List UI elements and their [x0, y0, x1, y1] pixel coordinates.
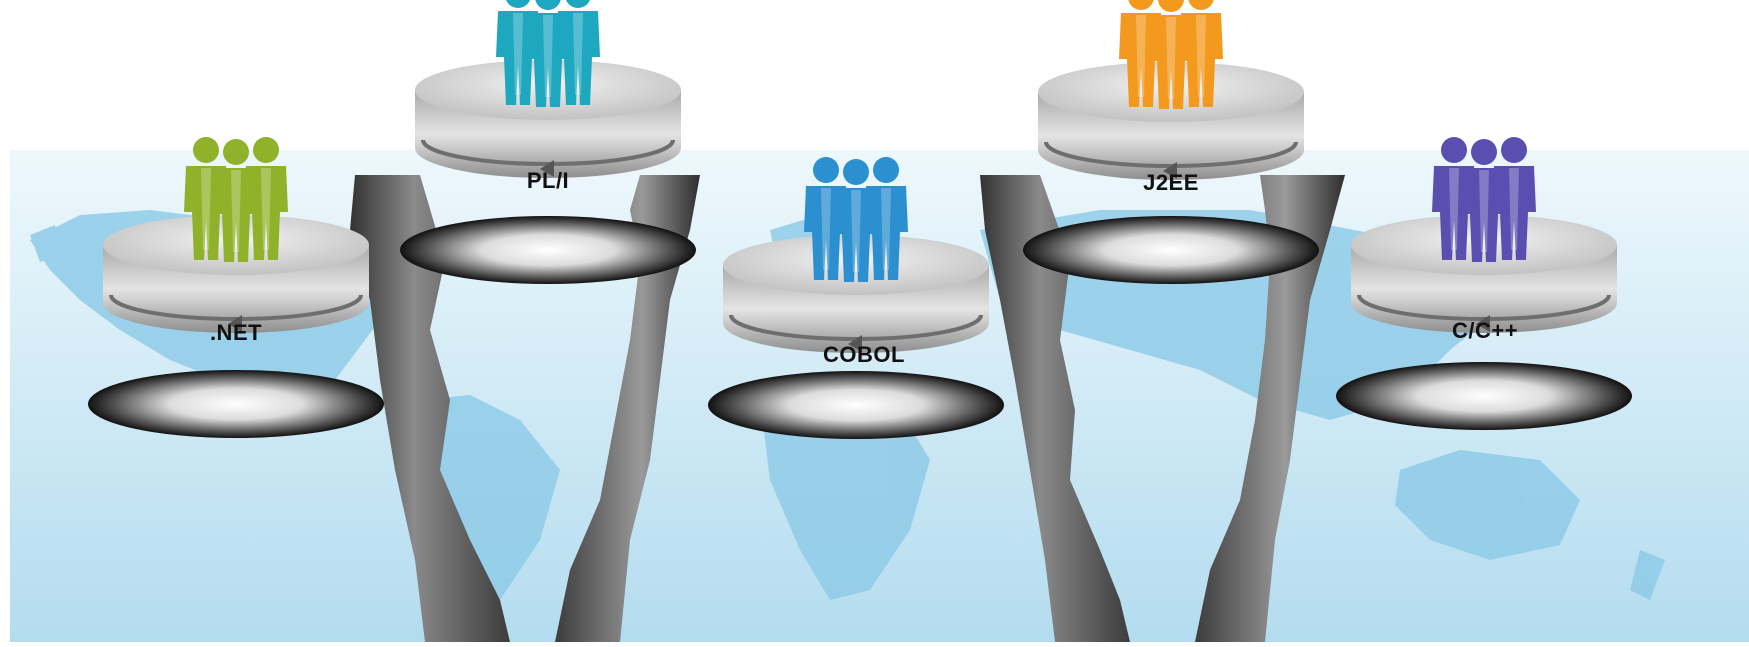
platform-disk-top [723, 235, 989, 295]
chasm-left [350, 175, 700, 642]
person-icon [526, 0, 570, 107]
platform-dotnet [88, 137, 384, 438]
island-new-zealand [1630, 550, 1665, 600]
continent-australia [1395, 450, 1580, 560]
platform-hole [88, 370, 384, 438]
rotation-arrow-head [1163, 162, 1177, 179]
platform-j2ee [1023, 0, 1319, 284]
platform-hole [708, 371, 1004, 439]
person-icon [214, 139, 258, 262]
platforms [88, 0, 1632, 439]
platform-disk-top [103, 215, 369, 275]
rotation-arrow-head [1476, 315, 1490, 332]
platform-disk-top [1351, 215, 1617, 275]
island-alaska [30, 225, 60, 262]
platform-label-cobol: COBOL [823, 342, 905, 367]
platform-cpp [1336, 137, 1632, 430]
platform-label-cpp: C/C++ [1451, 318, 1519, 343]
platform-cobol [708, 157, 1004, 439]
platform-hole [1023, 216, 1319, 284]
platform-hole [400, 216, 696, 284]
platform-label-pli: PL/I [526, 168, 570, 193]
rotation-arrow-head [848, 335, 862, 352]
person-icon [1492, 137, 1536, 260]
person-icon [834, 159, 878, 282]
person-icon [1462, 139, 1506, 262]
platform-disk-top [415, 60, 681, 120]
platform-disk-top [1038, 62, 1304, 122]
platform-pli [400, 0, 696, 284]
person-icon [1149, 0, 1193, 109]
continent-africa [760, 390, 930, 600]
rotation-arrow-head [228, 315, 242, 332]
rotation-arrow-head [540, 160, 554, 177]
chasm-right [980, 175, 1345, 642]
platform-label-j2ee: J2EE [1143, 170, 1199, 195]
platform-hole [1336, 362, 1632, 430]
platform-label-dotnet: .NET [209, 320, 263, 345]
